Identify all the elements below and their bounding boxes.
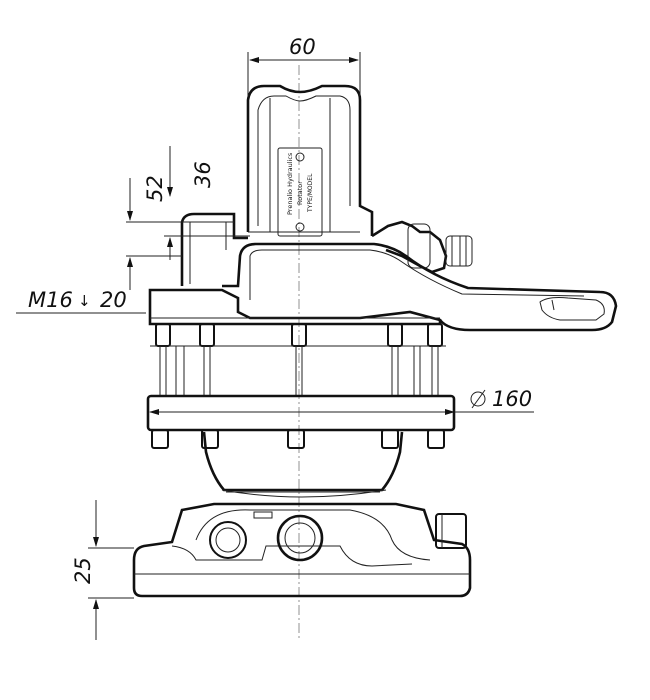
nameplate: Prenalio Hydraulics Rotator TYPE/MODEL <box>277 147 323 237</box>
side-port-boss <box>180 212 248 286</box>
dim-25-label: 25 <box>71 557 95 584</box>
dimension-thread: M16 ↓ 20 <box>16 288 146 314</box>
diameter-symbol-icon <box>470 391 486 407</box>
dim-52-label: 52 <box>143 175 167 202</box>
dim-160-label: 160 <box>492 387 532 411</box>
nameplate-line3: TYPE/MODEL <box>307 173 314 213</box>
thread-depth-label: 20 <box>100 288 127 312</box>
dim-36-label: 36 <box>191 161 215 188</box>
dim-60-label: 60 <box>289 35 316 59</box>
top-flange <box>148 288 442 326</box>
depth-symbol-icon: ↓ <box>78 292 91 310</box>
dimension-diameter-160: 160 <box>149 387 534 415</box>
dimension-height-52: 52 <box>126 175 182 290</box>
thread-size-label: M16 <box>28 288 73 312</box>
lower-flange <box>146 394 456 449</box>
nameplate-line2: Rotator <box>296 181 304 205</box>
bottom-base <box>132 502 472 598</box>
dimension-height-25: 25 <box>71 500 134 640</box>
housing-body <box>222 242 618 332</box>
top-lug <box>246 84 374 236</box>
dimension-width-60: 60 <box>247 35 361 96</box>
nameplate-line1: Prenalio Hydraulics <box>286 152 294 215</box>
motor-body <box>150 345 446 396</box>
dimension-height-36: 36 <box>164 146 250 260</box>
